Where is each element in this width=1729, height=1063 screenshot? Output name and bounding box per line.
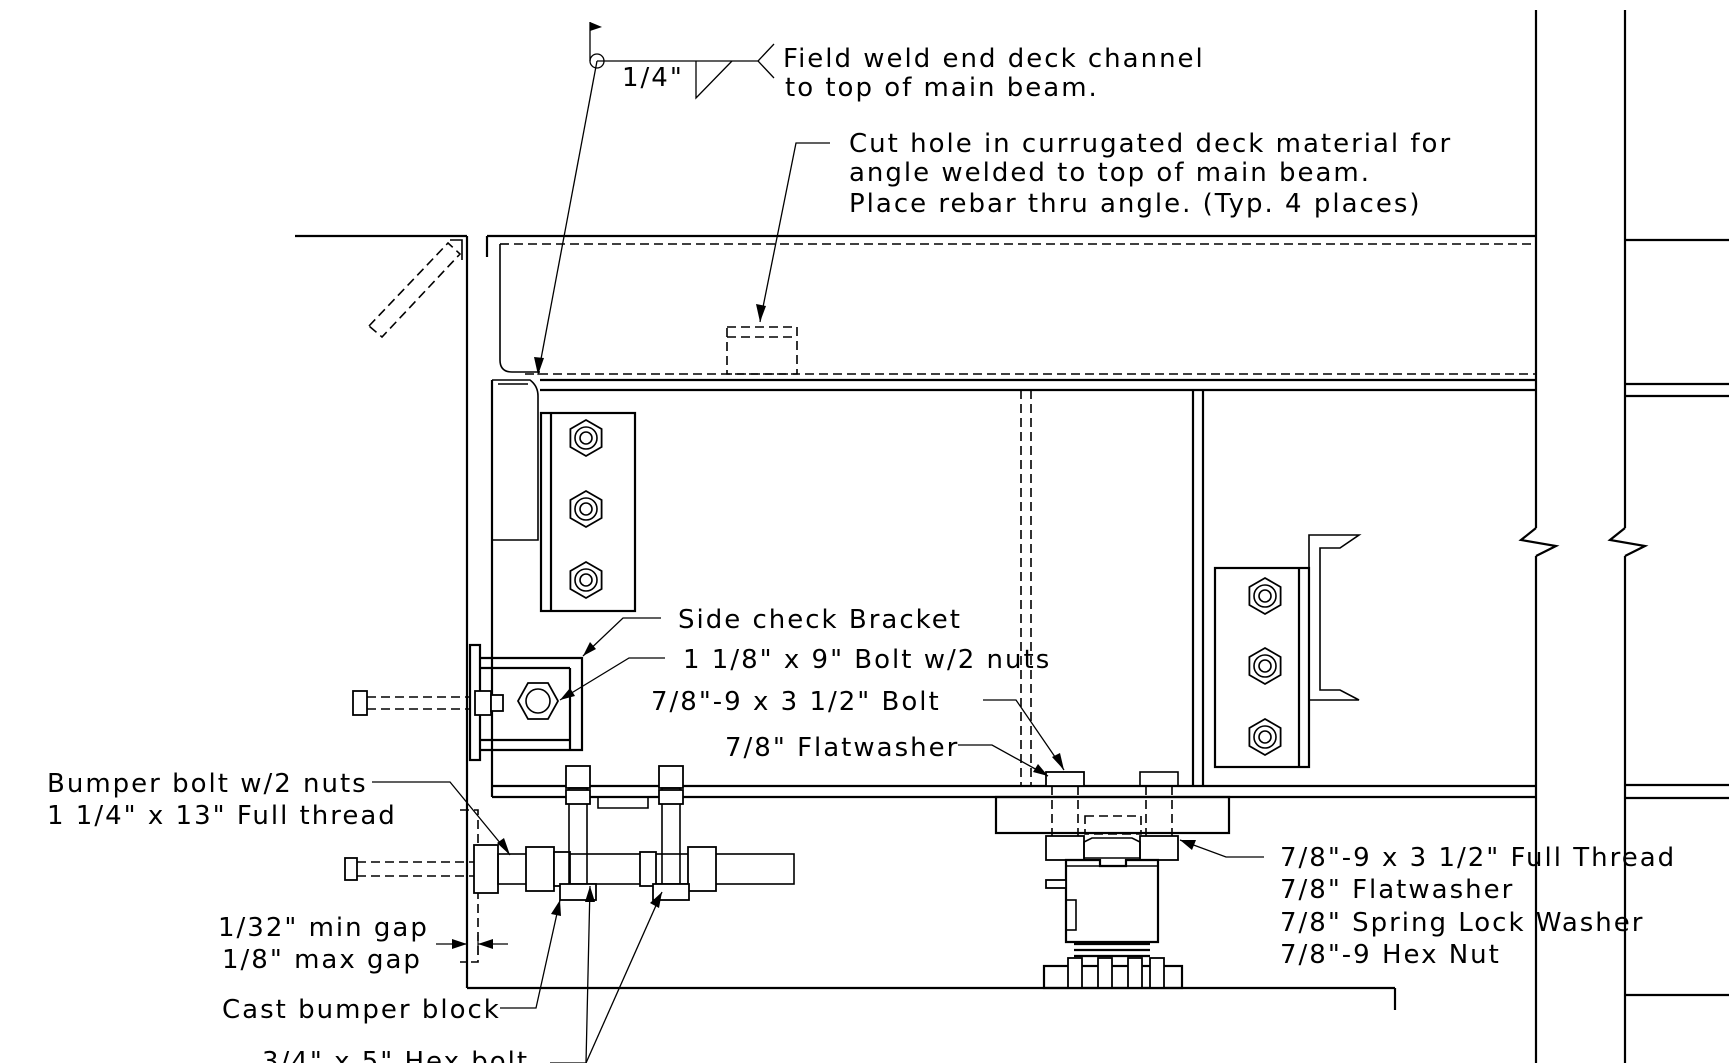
deck-channel xyxy=(295,234,1536,988)
side-bolt xyxy=(352,690,504,716)
side-check-bracket xyxy=(468,643,584,762)
bolt-plate-left xyxy=(539,411,637,613)
end-channel-left xyxy=(492,379,539,541)
weld-symbol xyxy=(534,22,775,376)
bumper-assembly xyxy=(344,765,795,963)
full-thread-line4: 7/8"-9 Hex Nut xyxy=(1280,940,1501,970)
leader-lines xyxy=(372,142,1264,1063)
side-check-label: Side check Bracket xyxy=(678,605,962,635)
bolt-plate-right xyxy=(1213,534,1362,769)
bumper-label-line1: Bumper bolt w/2 nuts xyxy=(47,769,368,799)
cast-bumper-label: Cast bumper block xyxy=(222,995,501,1025)
base-plate xyxy=(467,986,1397,1010)
cut-hole-note-line3: Place rebar thru angle. (Typ. 4 places) xyxy=(849,189,1422,219)
hex-bolt-label: 3/4" x 5" Hex bolt xyxy=(262,1047,529,1063)
flatwasher-label: 7/8" Flatwasher xyxy=(725,733,959,763)
bolt-9-label: 1 1/8" x 9" Bolt w/2 nuts xyxy=(683,645,1051,675)
full-thread-line2: 7/8" Flatwasher xyxy=(1280,875,1514,905)
full-thread-line1: 7/8"-9 x 3 1/2" Full Thread xyxy=(1280,843,1676,873)
full-thread-line3: 7/8" Spring Lock Washer xyxy=(1280,908,1644,938)
hex-nut-right-1 xyxy=(1248,576,1282,616)
bumper-label-line2: 1 1/4" x 13" Full thread xyxy=(47,801,397,831)
bolt-78-label: 7/8"-9 x 3 1/2" Bolt xyxy=(651,687,941,717)
main-beam xyxy=(490,378,1536,799)
hex-nut-right-2 xyxy=(1248,646,1282,686)
rebar-angle-left xyxy=(367,239,463,339)
cut-hole-note-line1: Cut hole in currugated deck material for xyxy=(849,129,1452,159)
gap-max-label: 1/8" max gap xyxy=(222,945,422,975)
weld-size-label: 1/4" xyxy=(622,63,684,93)
hex-nut-left-2 xyxy=(569,489,603,529)
column-with-break xyxy=(1518,10,1729,1063)
bearing-assembly xyxy=(994,771,1231,990)
annotations: Field weld end deck channel to top of ma… xyxy=(47,44,1676,1063)
hex-nut-left-3 xyxy=(569,560,603,600)
cut-hole-angle xyxy=(726,326,798,375)
gap-min-label: 1/32" min gap xyxy=(218,913,429,943)
cut-hole-note-line2: angle welded to top of main beam. xyxy=(849,158,1371,188)
field-weld-note-line2: to top of main beam. xyxy=(785,73,1099,103)
hex-nut-right-3 xyxy=(1248,717,1282,757)
field-weld-note-line1: Field weld end deck channel xyxy=(783,44,1205,74)
hex-nut-left-1 xyxy=(569,418,603,458)
hex-bolt-2 xyxy=(652,765,690,901)
